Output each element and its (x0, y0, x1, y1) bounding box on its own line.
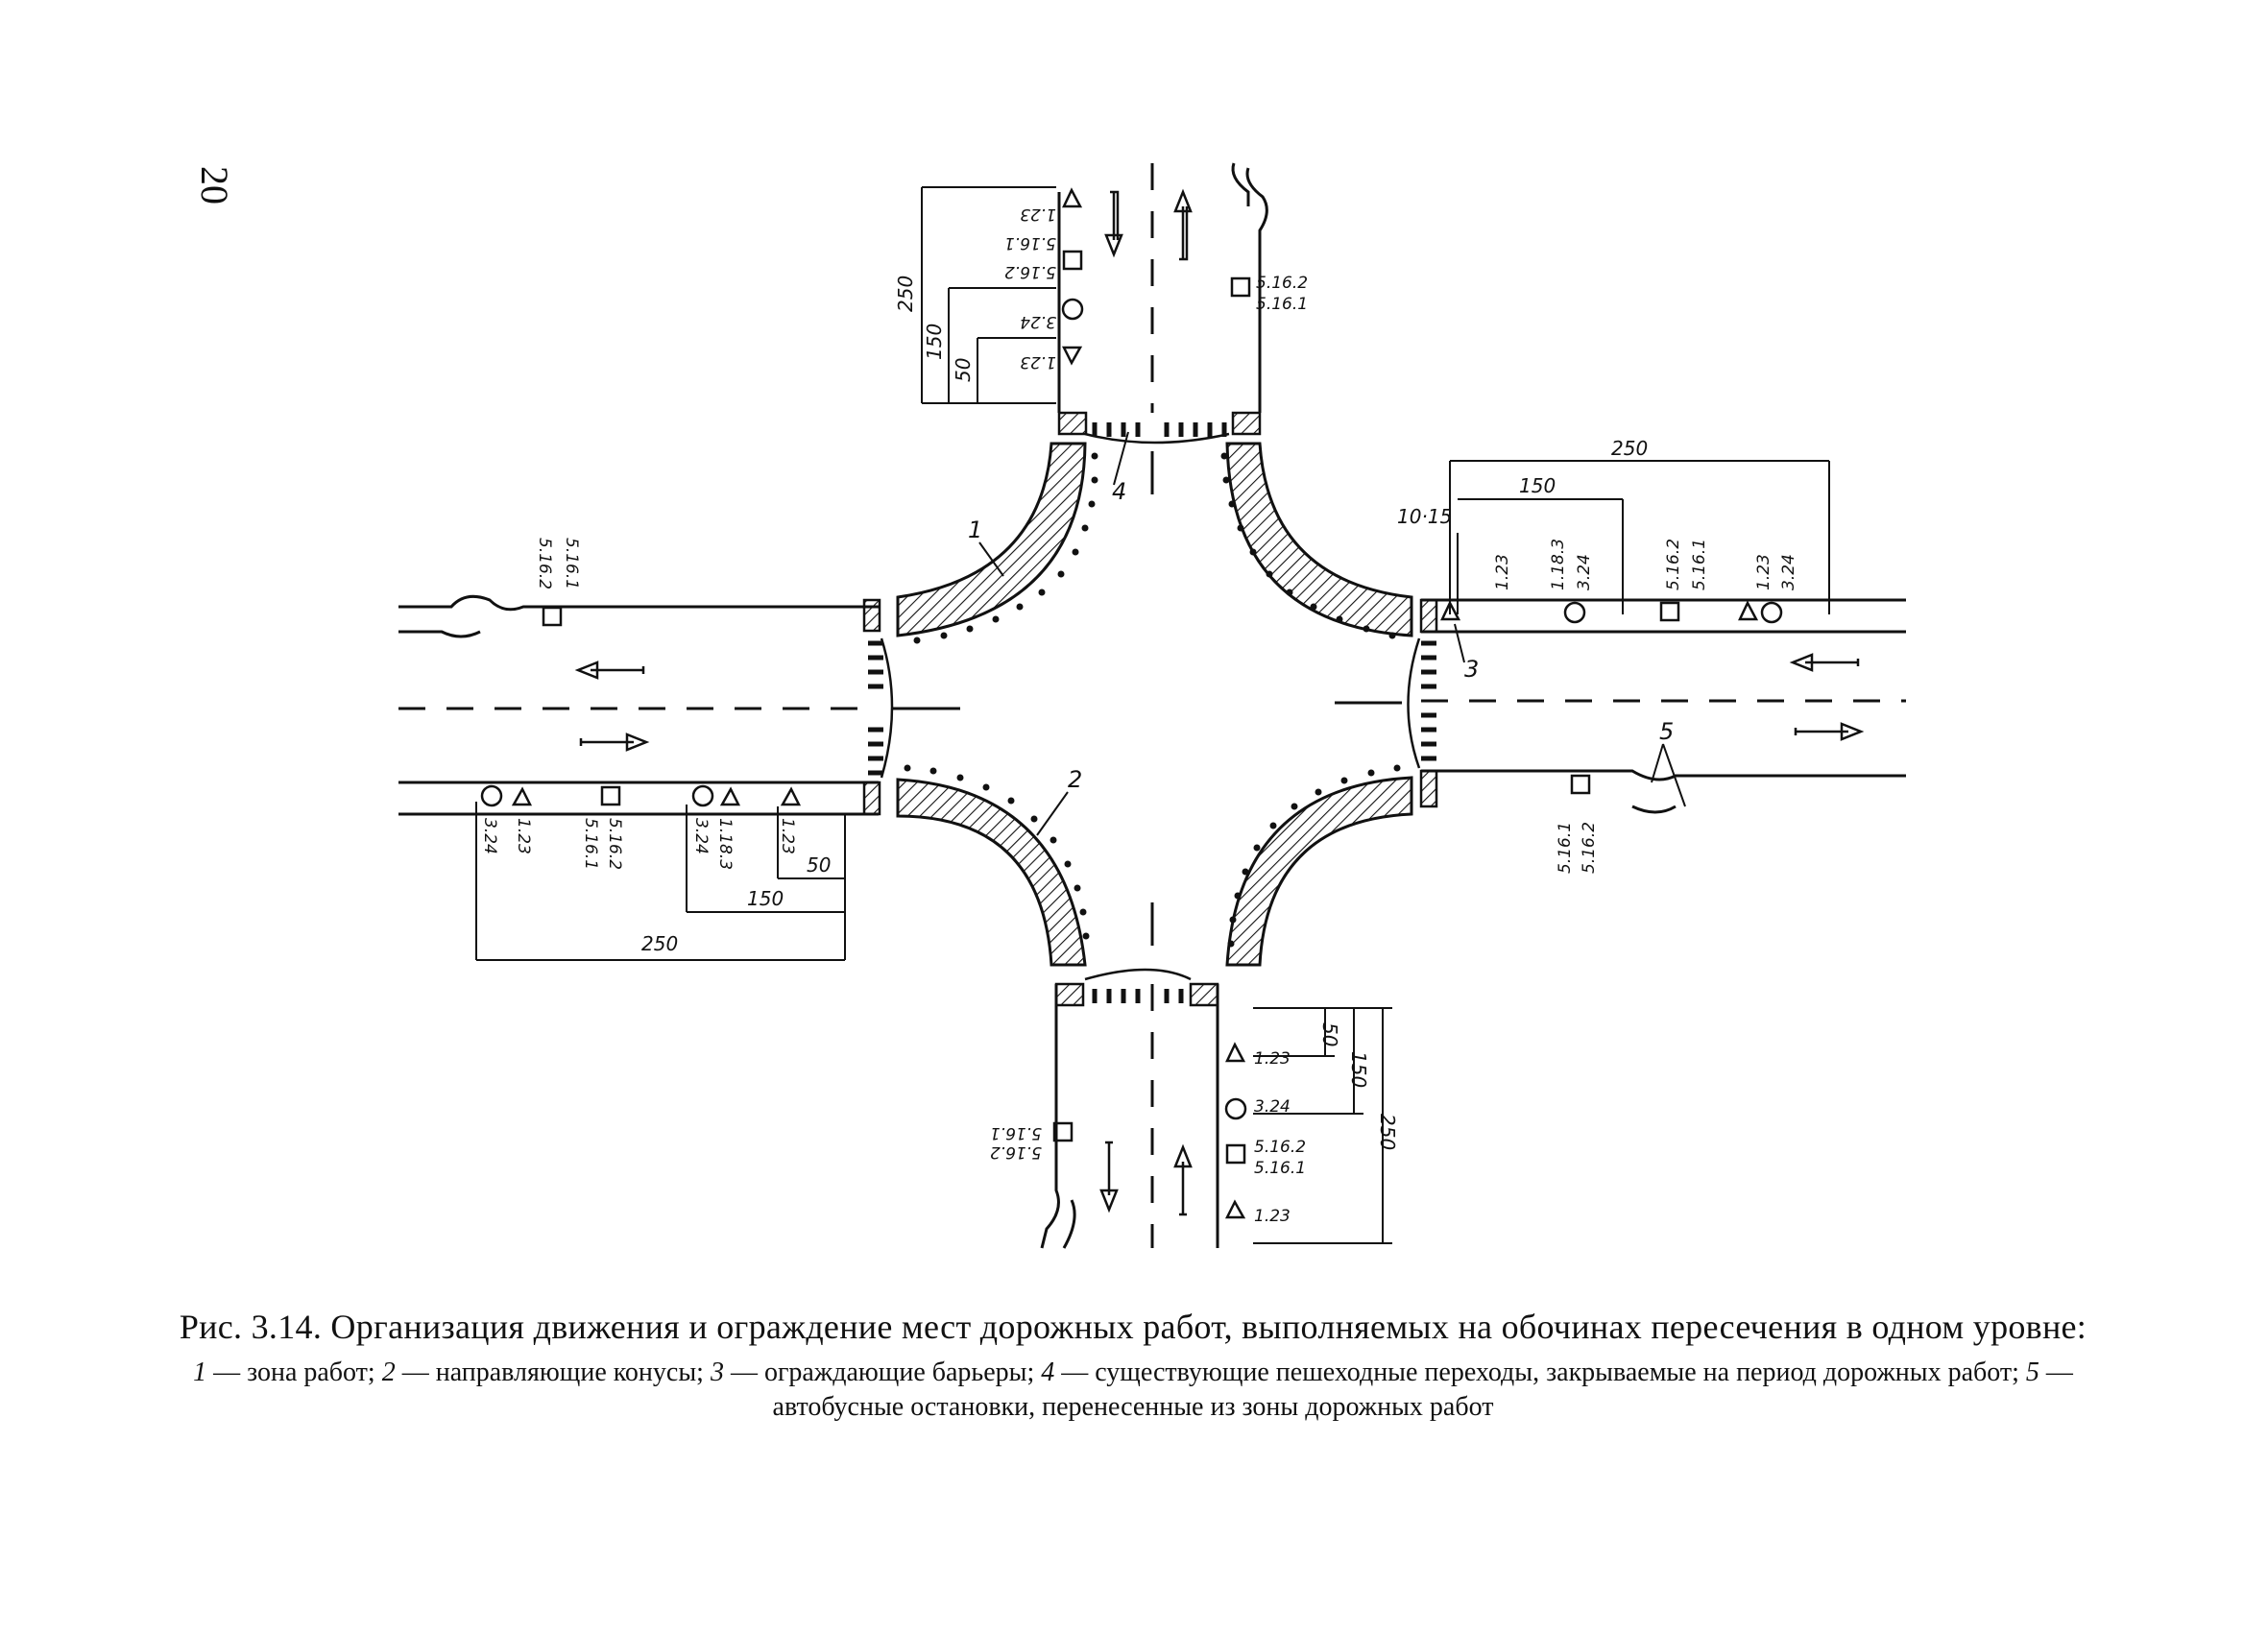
work-zone-sw (896, 778, 1087, 967)
legend-text-4: — существующие пешеходные переходы, закр… (1054, 1358, 2026, 1387)
figure-caption: Рис. 3.14. Организация движения и огражд… (144, 1306, 2122, 1425)
east-dim-150: 150 (1519, 474, 1556, 497)
west-label-1.18.3: 1.18.3 (715, 818, 735, 870)
west-label-3.24-b: 3.24 (691, 818, 711, 854)
south-label-1.23: 1.23 (1254, 1207, 1291, 1226)
west-dim-250: 250 (641, 932, 678, 955)
south-down-arrow (1099, 1141, 1119, 1213)
south-label-1.23-top: 1.23 (1254, 1049, 1291, 1069)
callout-5: 5 (1659, 718, 1674, 745)
west-left-arrow (574, 661, 645, 680)
south-up-arrow (1173, 1143, 1193, 1216)
west-label-5.16.2-top: 5.16.2 (535, 538, 554, 589)
north-label-3.24: 3.24 (1020, 312, 1056, 331)
south-label-5.16.2: 5.16.2 (1254, 1138, 1306, 1157)
work-zone-1 (896, 442, 1087, 637)
caption-title: Рис. 3.14. Организация движения и огражд… (179, 1308, 2087, 1346)
east-label-5.16.2: 5.16.2 (1664, 539, 1683, 590)
callout-3: 3 (1464, 656, 1479, 683)
south-dim-50: 50 (1318, 1022, 1341, 1046)
east-road-bottom-edge (1421, 769, 1906, 781)
east-label-1.23-b: 1.23 (1754, 554, 1773, 590)
caption-legend: 1 — зона работ; 2 — направляющие конусы;… (144, 1356, 2122, 1425)
callout-2: 2 (1068, 766, 1082, 793)
north-dim-50: 50 (952, 358, 975, 382)
south-road-left-edge (1040, 984, 1060, 1249)
south-label-l-5.16.1: 5.16.1 (990, 1123, 1042, 1142)
north-up-arrow (1173, 188, 1193, 261)
callout-4: 4 (1112, 478, 1126, 505)
west-label-5.16.1: 5.16.1 (581, 818, 600, 870)
west-right-arrow (579, 733, 650, 752)
east-dim-10-15: 10·15 (1397, 505, 1452, 528)
north-down-arrow (1104, 190, 1123, 258)
callout-1: 1 (968, 517, 982, 543)
east-label-1.18.3: 1.18.3 (1549, 539, 1568, 590)
west-label-1.23-b: 1.23 (778, 818, 797, 854)
south-label-3.24: 3.24 (1254, 1097, 1291, 1117)
east-label-3.24: 3.24 (1575, 554, 1594, 590)
east-label-5.16.1-b: 5.16.1 (1556, 822, 1575, 874)
legend-num-5: 5 (2025, 1358, 2039, 1387)
west-label-1.23: 1.23 (514, 818, 533, 854)
work-zone-se (1225, 776, 1413, 967)
legend-text-5: — автобусные остановки, перенесенные из … (772, 1358, 2073, 1422)
east-left-arrow (1789, 653, 1860, 672)
east-label-3.24-b: 3.24 (1779, 554, 1798, 590)
legend-num-4: 4 (1041, 1358, 1055, 1387)
legend-text-3: — ограждающие барьеры; (723, 1358, 1042, 1387)
west-label-5.16.2: 5.16.2 (605, 818, 624, 870)
south-dim-150: 150 (1347, 1051, 1370, 1088)
south-label-l-5.16.2: 5.16.2 (990, 1142, 1042, 1162)
north-dim-150: 150 (923, 324, 946, 360)
work-zone-ne (1225, 442, 1413, 637)
legend-num-1: 1 (193, 1358, 207, 1387)
south-dim-250: 250 (1376, 1114, 1399, 1150)
west-label-3.24: 3.24 (480, 818, 499, 854)
north-label-r-5.16.1: 5.16.1 (1256, 295, 1308, 314)
north-label-5.16.1: 5.16.1 (1004, 233, 1056, 252)
legend-text-2: — направляющие конусы; (395, 1358, 711, 1387)
legend-num-3: 3 (710, 1358, 724, 1387)
east-label-1.23: 1.23 (1493, 554, 1512, 590)
east-label-5.16.2-b: 5.16.2 (1580, 822, 1599, 874)
west-road-top-edge (398, 594, 879, 612)
north-label-1.23-top: 1.23 (1020, 204, 1056, 224)
east-dim-250: 250 (1611, 437, 1648, 460)
north-road-right-edge (1245, 167, 1268, 413)
east-label-5.16.1: 5.16.1 (1690, 539, 1709, 590)
west-dim-150: 150 (747, 887, 784, 910)
legend-text-1: — зона работ; (206, 1358, 382, 1387)
north-label-1.23: 1.23 (1020, 352, 1056, 372)
north-label-r-5.16.2: 5.16.2 (1256, 274, 1308, 293)
west-label-5.16.1-top: 5.16.1 (562, 538, 581, 589)
north-dim-250: 250 (894, 276, 917, 312)
east-right-arrow (1794, 722, 1865, 741)
west-dim-50: 50 (807, 853, 831, 877)
legend-num-2: 2 (381, 1358, 396, 1387)
south-label-5.16.1: 5.16.1 (1254, 1159, 1306, 1178)
north-label-5.16.2: 5.16.2 (1004, 262, 1056, 281)
